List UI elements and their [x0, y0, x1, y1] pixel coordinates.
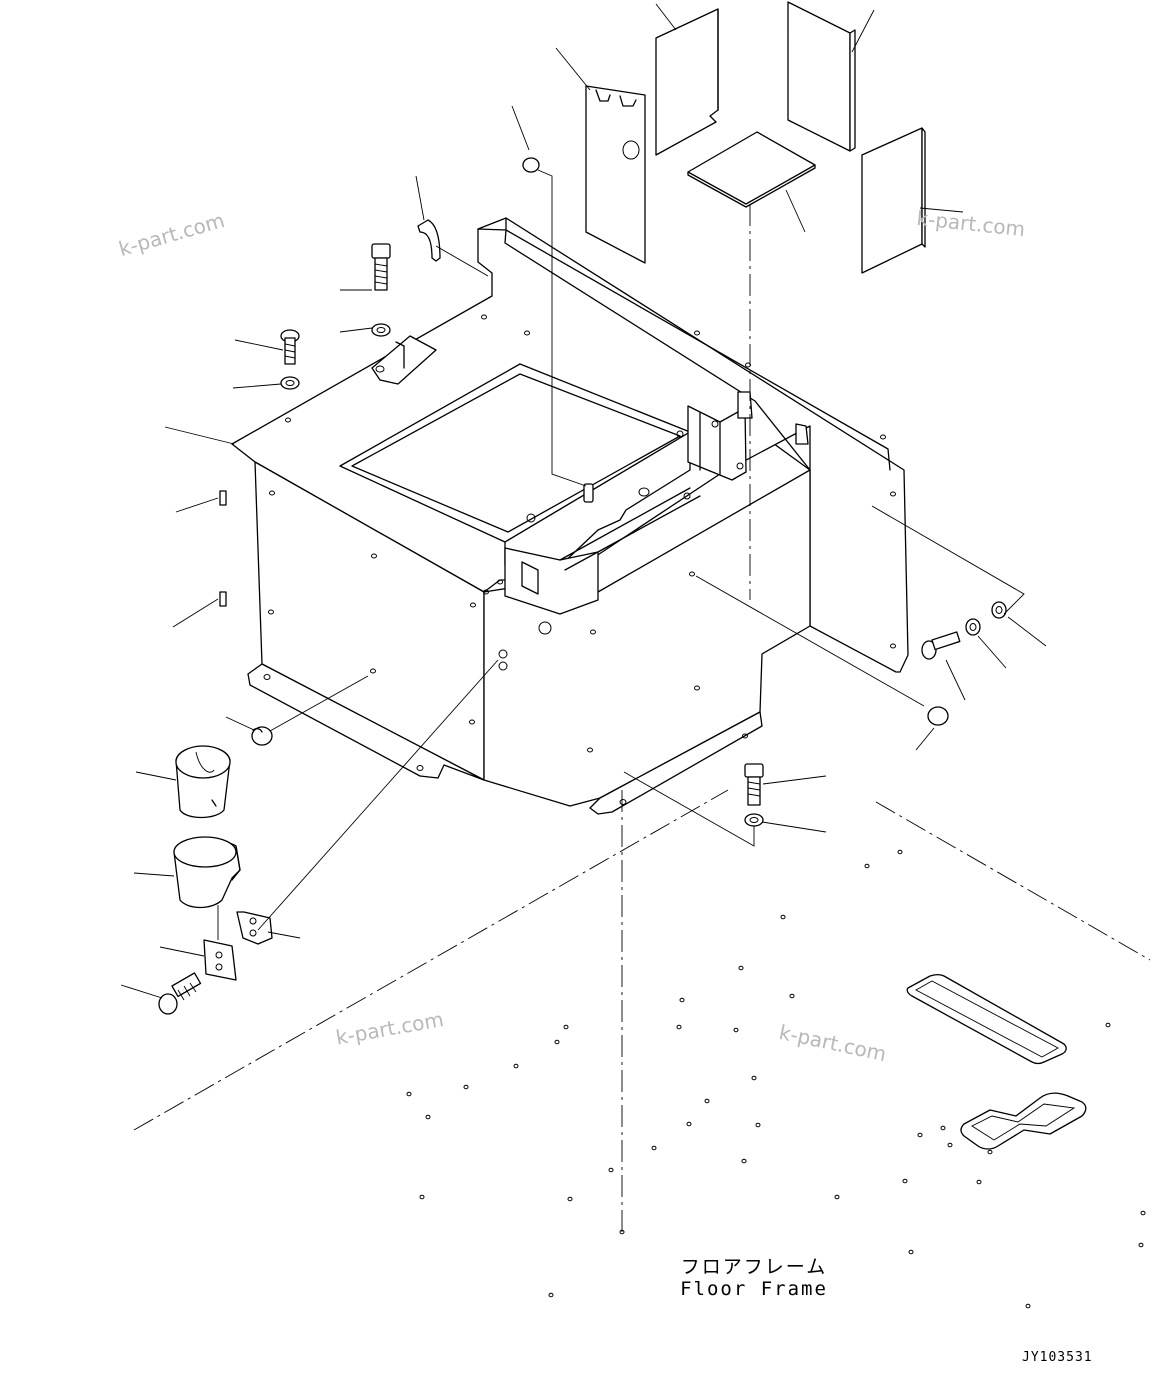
- floor-frame-label-ja: フロアフレーム: [680, 1256, 828, 1278]
- floor-frame-label-en: Floor Frame: [680, 1278, 828, 1300]
- pad-center-top: [655, 8, 719, 156]
- washer-top-center: [371, 323, 391, 337]
- plug-left: [251, 726, 273, 746]
- plug-cap-top: [522, 157, 540, 173]
- bolt-top-left: [280, 329, 300, 365]
- box-main: [231, 217, 909, 815]
- floor-cutout-2: [960, 1092, 1087, 1150]
- washer-bottom: [744, 813, 764, 827]
- pad-mat: [687, 131, 816, 208]
- cup-holder-bracket: [173, 836, 241, 909]
- leader-lines: [120, 3, 1047, 999]
- pad-right-top: [787, 1, 856, 152]
- cup-holder: [175, 745, 231, 819]
- floor-cutout-1: [906, 973, 1067, 1065]
- bolt-bottom: [744, 763, 764, 806]
- holes: [263, 314, 896, 805]
- floor-holes: [406, 849, 1146, 1309]
- plug-right: [927, 706, 949, 726]
- clip-left-1: [219, 490, 227, 506]
- drawing-code: JY103531: [1022, 1350, 1093, 1365]
- screw-left: [158, 972, 202, 1015]
- floor-frame-outline: [133, 204, 1151, 1232]
- bolt-top-center: [371, 243, 391, 291]
- pad-right: [861, 127, 926, 274]
- washer-top-left: [280, 376, 300, 390]
- mount-bracket: [236, 911, 273, 945]
- washer-right-2: [965, 618, 981, 636]
- bolt-right: [921, 631, 961, 660]
- mount-plate: [203, 939, 237, 981]
- top-panel-left: [585, 85, 646, 264]
- hook-clip: [417, 219, 441, 262]
- washer-right-1: [991, 601, 1007, 619]
- clip-left-2: [219, 591, 227, 607]
